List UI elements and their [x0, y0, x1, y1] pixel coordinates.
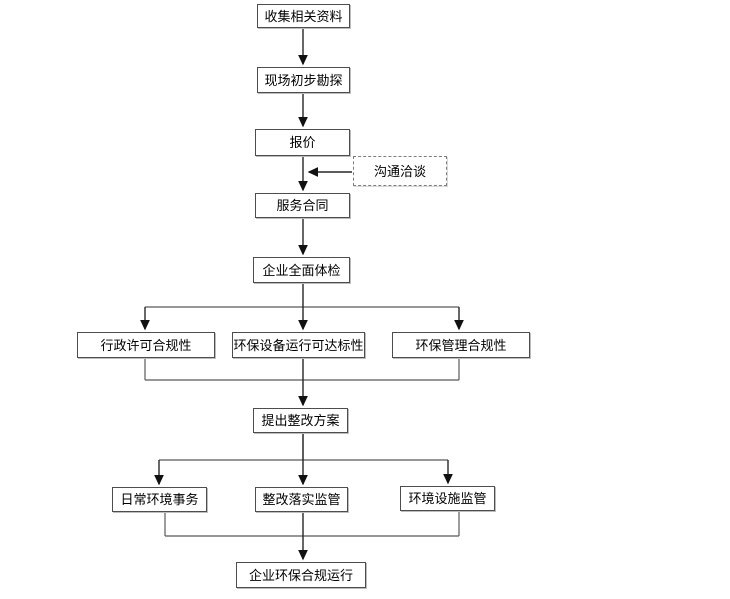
- node-management-compliance: 环保管理合规性: [392, 332, 530, 358]
- node-equipment-standards: 环保设备运行可达标性: [232, 332, 365, 358]
- node-collect-materials: 收集相关资料: [257, 4, 350, 28]
- node-negotiation: 沟通洽谈: [353, 156, 447, 186]
- node-facility-supervision: 环境设施监管: [400, 486, 495, 511]
- branch-plan: [154, 434, 453, 486]
- merge-to-final: [164, 512, 460, 561]
- node-daily-env-affairs: 日常环境事务: [112, 487, 207, 512]
- node-site-survey: 现场初步勘探: [257, 67, 350, 93]
- merge-to-plan: [144, 359, 460, 407]
- node-quotation: 报价: [255, 129, 350, 156]
- node-rectification-supervision: 整改落实监管: [255, 487, 348, 512]
- node-compliant-operation: 企业环保合规运行: [236, 562, 366, 588]
- node-service-contract: 服务合同: [255, 193, 350, 218]
- node-rectification-plan: 提出整改方案: [253, 408, 348, 433]
- branch-checkup: [140, 284, 464, 331]
- node-admin-permit-compliance: 行政许可合规性: [77, 332, 215, 358]
- node-full-checkup: 企业全面体检: [253, 257, 350, 283]
